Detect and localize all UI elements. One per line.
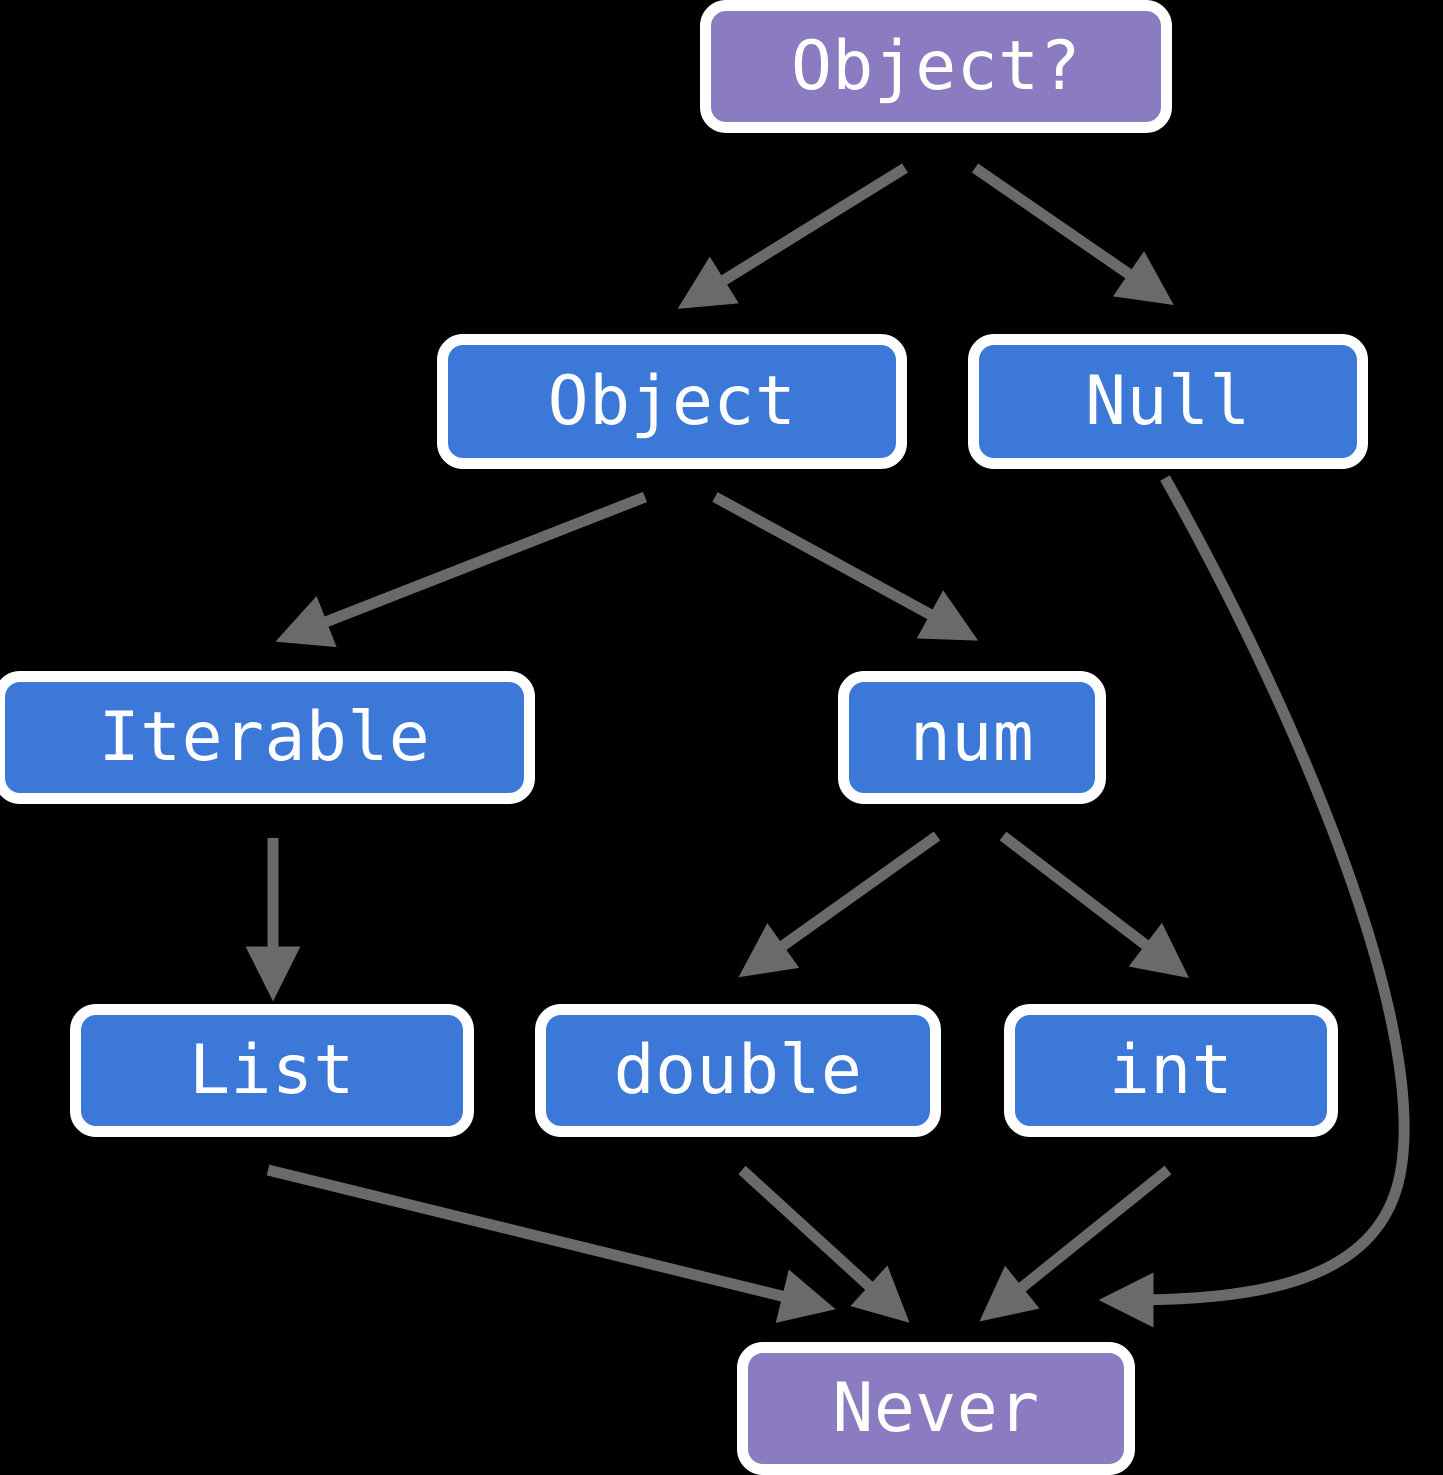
node-label-iterable: Iterable: [98, 697, 431, 777]
node-null[interactable]: Null: [968, 334, 1368, 469]
node-label-int: int: [1108, 1030, 1234, 1110]
edge-object-nullable-to-object: [677, 163, 908, 309]
node-label-object-nullable: Object?: [790, 26, 1082, 106]
edge-num-to-int: [999, 831, 1189, 979]
node-label-object: Object: [547, 361, 797, 441]
node-int[interactable]: int: [1004, 1004, 1338, 1137]
node-label-never: Never: [832, 1368, 1040, 1448]
edge-double-to-never: [738, 1165, 910, 1323]
node-list[interactable]: List: [70, 1004, 474, 1137]
edge-object-to-iterable: [275, 491, 648, 648]
node-label-null: Null: [1085, 361, 1251, 441]
node-never[interactable]: Never: [737, 1342, 1135, 1475]
node-label-num: num: [909, 697, 1035, 777]
node-num[interactable]: num: [838, 671, 1106, 804]
node-label-list: List: [189, 1030, 355, 1110]
edge-num-to-double: [738, 831, 941, 978]
node-object[interactable]: Object: [437, 334, 907, 469]
edge-list-to-never: [266, 1164, 836, 1323]
node-double[interactable]: double: [535, 1004, 941, 1137]
edge-object-to-num: [712, 492, 979, 641]
edge-object-nullable-to-null: [971, 163, 1174, 305]
edge-null-to-never: [1098, 475, 1410, 1328]
node-object-nullable[interactable]: Object?: [700, 0, 1172, 133]
node-label-double: double: [613, 1030, 863, 1110]
node-iterable[interactable]: Iterable: [0, 671, 535, 804]
edge-int-to-never: [979, 1165, 1172, 1322]
